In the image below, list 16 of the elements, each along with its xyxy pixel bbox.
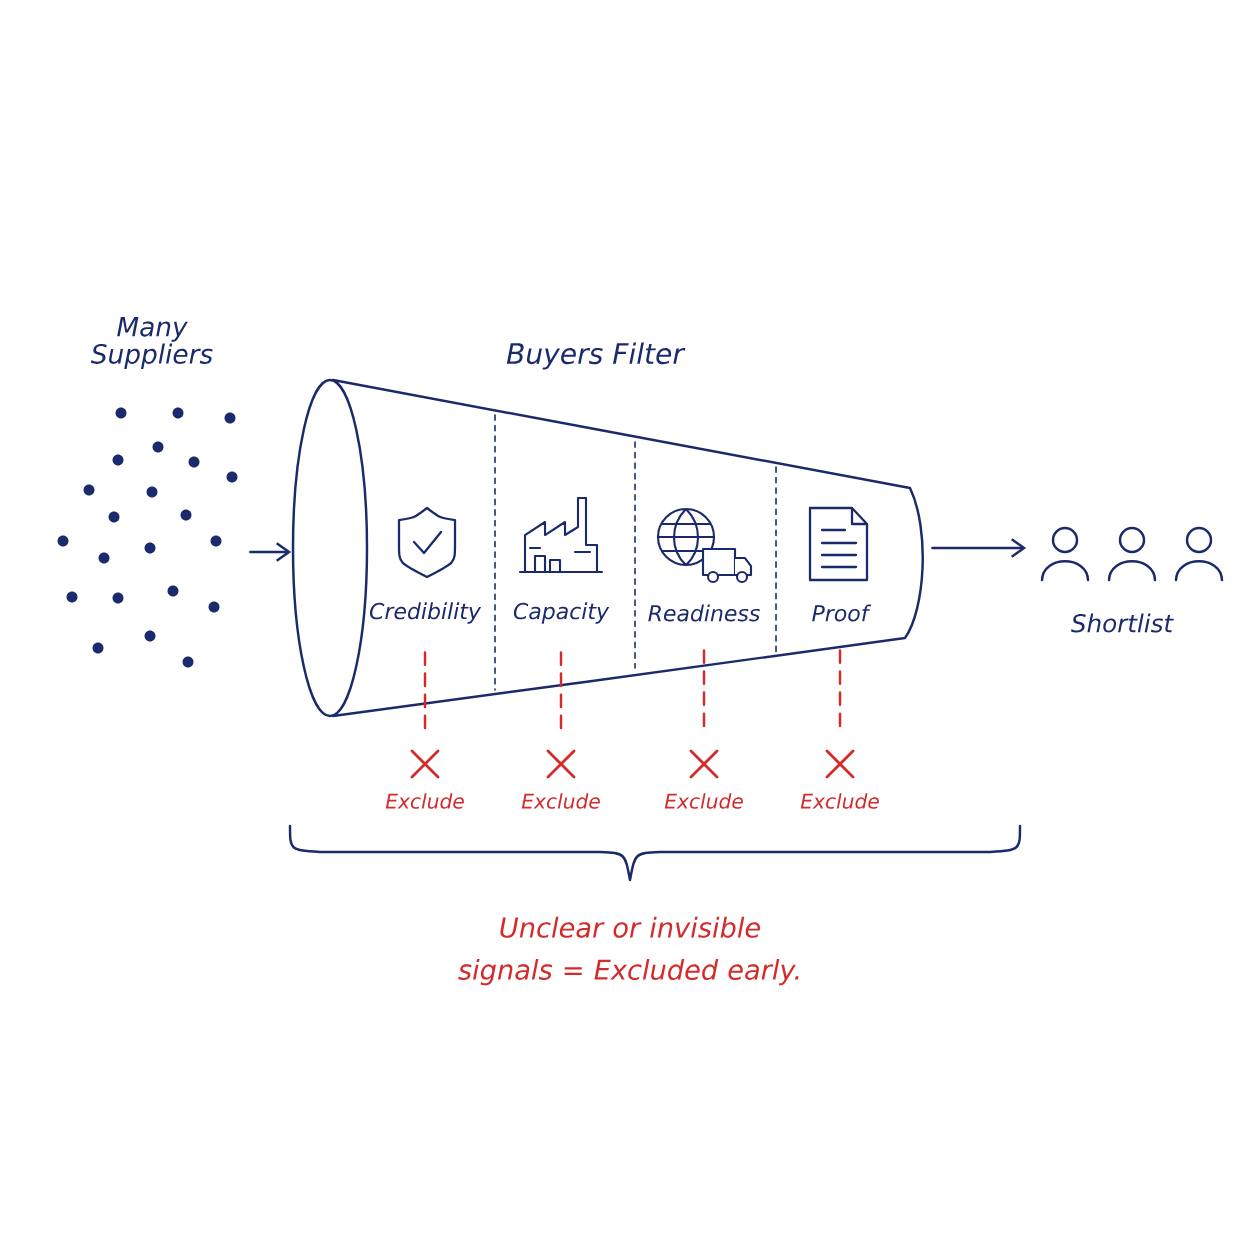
exclude-label: Exclude bbox=[521, 793, 600, 809]
arrow bbox=[931, 538, 1027, 558]
heading: Buyers Filter bbox=[506, 342, 686, 370]
note: Unclear or invisible signals = Excluded early. bbox=[458, 916, 799, 986]
stage-label: Readiness bbox=[648, 604, 760, 622]
heading: Many Suppliers bbox=[91, 317, 213, 369]
arrow bbox=[249, 542, 292, 562]
exclude-label: Exclude bbox=[385, 793, 464, 809]
connector-line bbox=[559, 651, 563, 731]
stage-label: Proof bbox=[812, 604, 872, 622]
exclude-label: Exclude bbox=[800, 793, 879, 809]
stage-label: Capacity bbox=[513, 602, 610, 624]
exclude-label: Exclude bbox=[664, 793, 743, 809]
stage-label: Credibility bbox=[370, 602, 482, 624]
connector-line bbox=[423, 651, 427, 731]
heading: Shortlist bbox=[1071, 613, 1174, 633]
